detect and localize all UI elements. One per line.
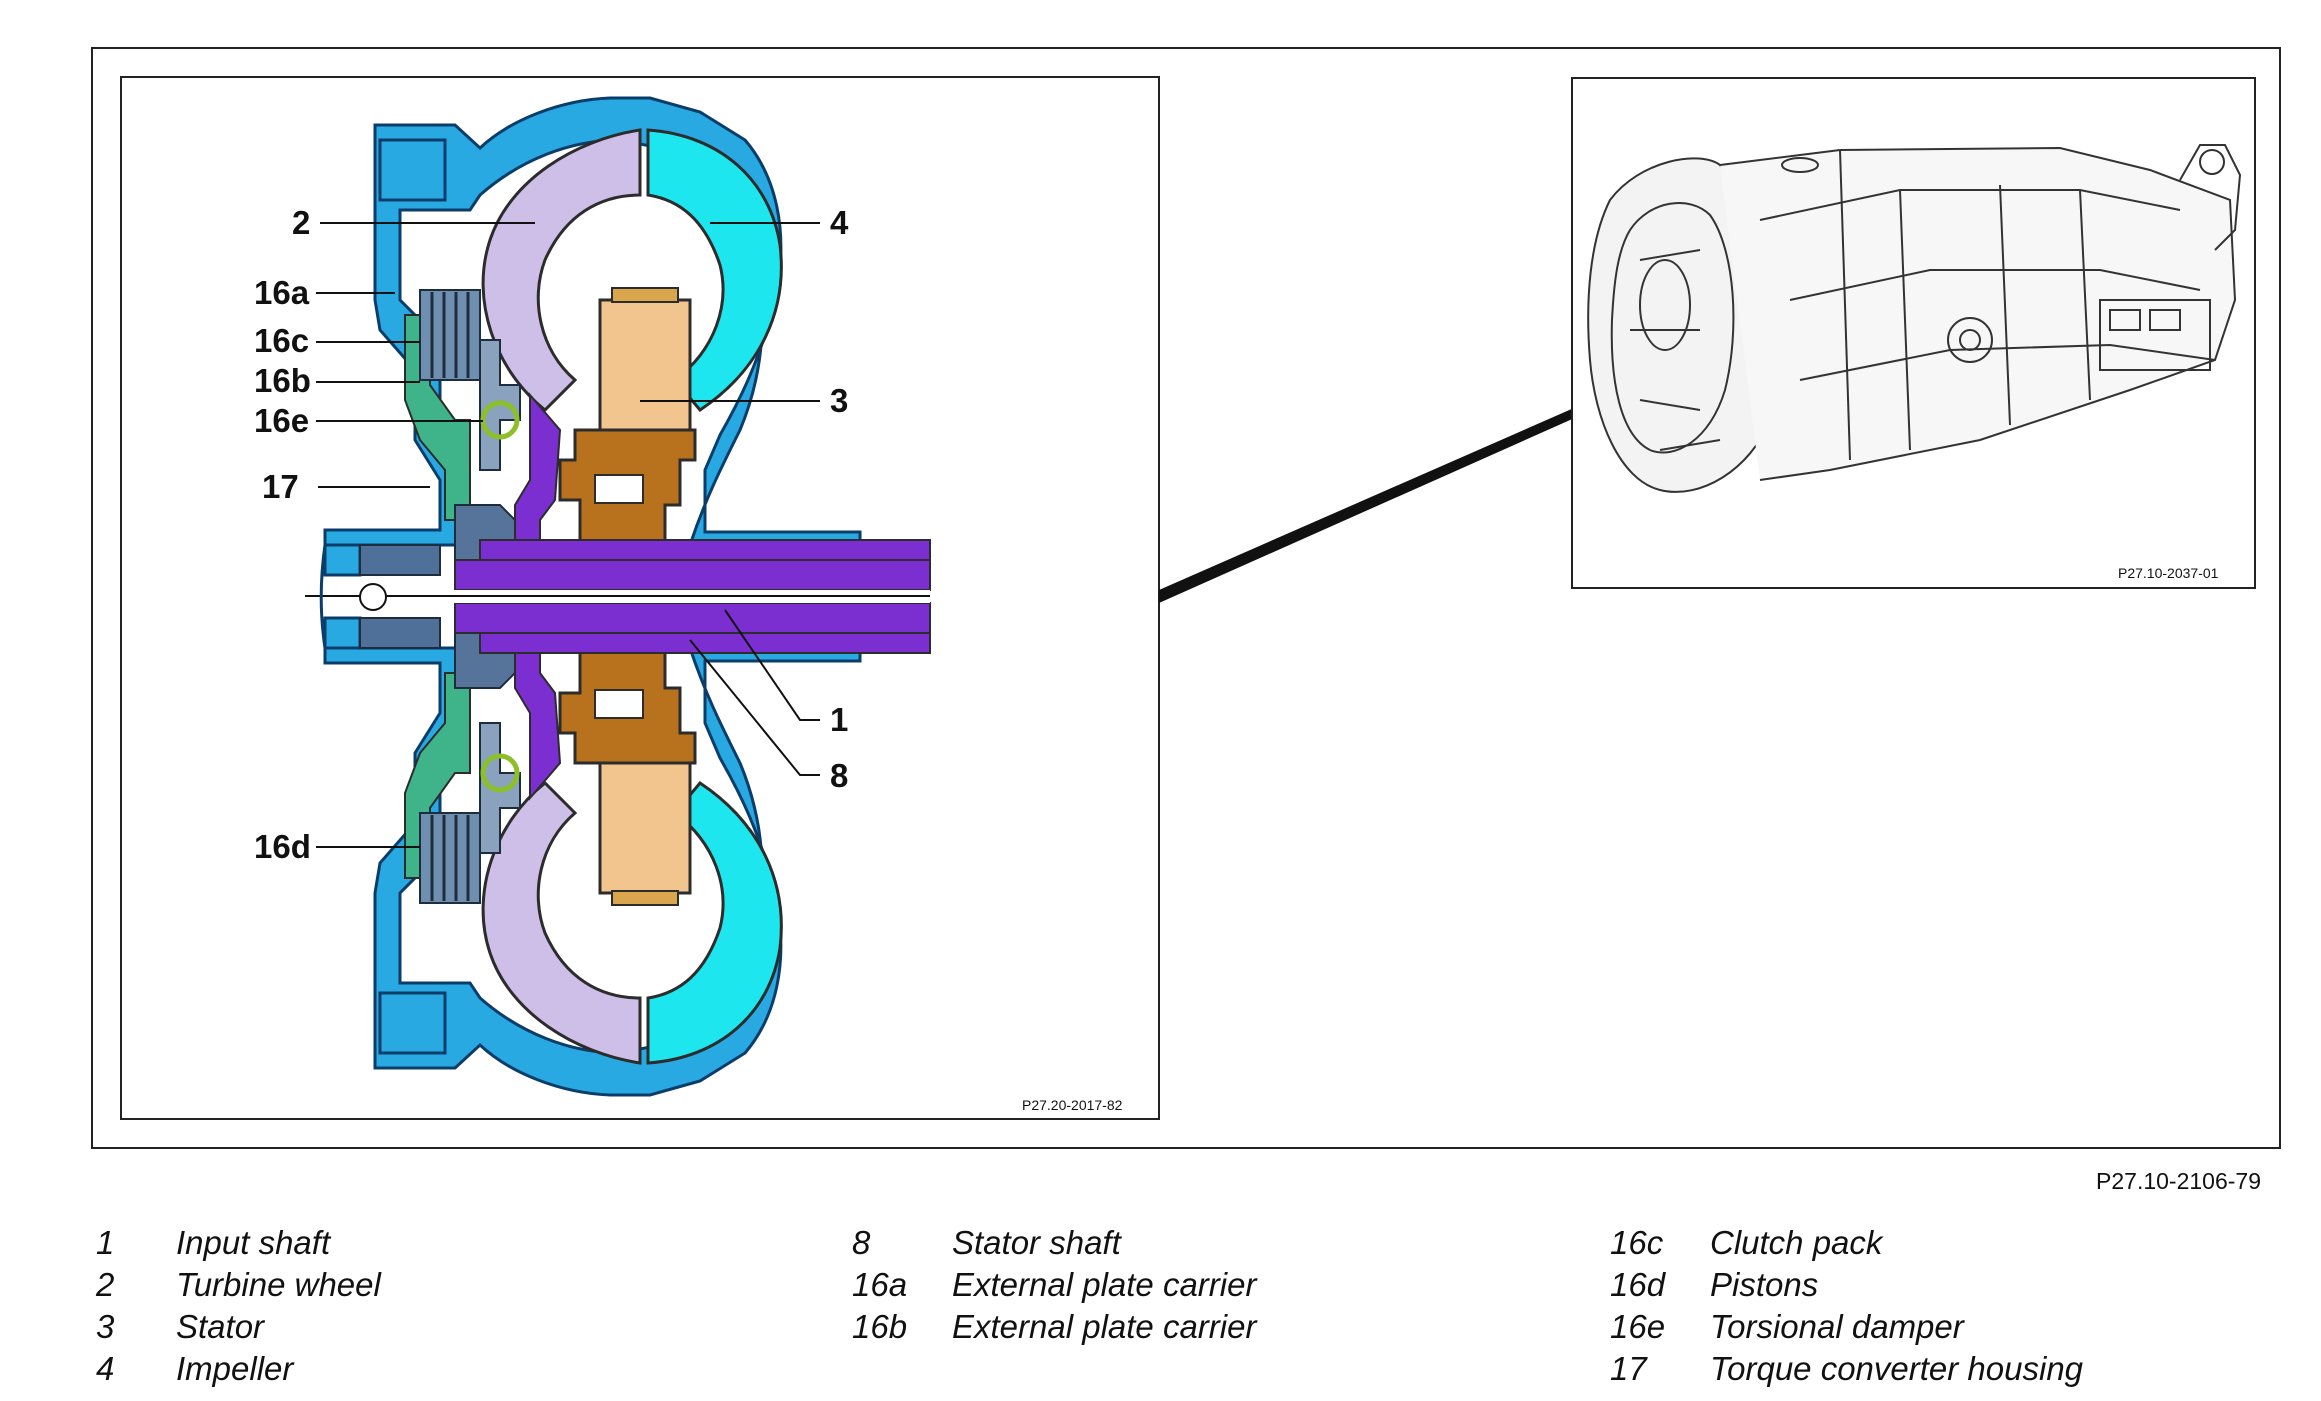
callout-8: 8 xyxy=(830,757,848,794)
gearbox-ref-code: P27.10-2037-01 xyxy=(2118,565,2219,581)
legend-item: 17 Torque converter housing xyxy=(1610,1348,2083,1390)
torque-converter-section xyxy=(305,98,930,1095)
legend-number: 17 xyxy=(1610,1350,1647,1387)
legend-number: 16e xyxy=(1610,1308,1666,1345)
callout-leaders xyxy=(316,222,820,848)
section-ref-code: P27.20-2017-82 xyxy=(1022,1097,1123,1113)
legend-number: 1 xyxy=(96,1224,115,1261)
legend-item: 1 Input shaft xyxy=(96,1222,381,1264)
legend-number: 8 xyxy=(852,1224,871,1261)
legend-number: 16b xyxy=(852,1308,908,1345)
legend-item: 16e Torsional damper xyxy=(1610,1306,2083,1348)
legend-label: Stator xyxy=(176,1308,265,1345)
callout-3: 3 xyxy=(830,382,848,419)
callout-17: 17 xyxy=(262,468,299,505)
legend-column-3: 16c Clutch pack 16d Pistons 16e Torsional d… xyxy=(1610,1222,2083,1390)
legend-number: 16a xyxy=(852,1266,908,1303)
legend-number: 3 xyxy=(96,1308,115,1345)
callout-16b: 16b xyxy=(254,362,311,399)
legend-label: Impeller xyxy=(176,1350,294,1387)
legend-number: 2 xyxy=(96,1266,115,1303)
legend-number: 4 xyxy=(96,1350,115,1387)
legend-item: 16d Pistons xyxy=(1610,1264,2083,1306)
legend-label: Input shaft xyxy=(176,1224,331,1261)
gearbox-illustration xyxy=(1587,144,2242,493)
legend-label: Turbine wheel xyxy=(176,1266,381,1303)
callout-4: 4 xyxy=(830,204,849,241)
callout-2: 2 xyxy=(292,204,310,241)
callout-16a: 16a xyxy=(254,274,310,311)
legend-label: Torque converter housing xyxy=(1710,1350,2084,1387)
legend-label: External plate carrier xyxy=(952,1266,1257,1303)
legend-column-1: 1 Input shaft 2 Turbine wheel 3 Stator 4 Imp… xyxy=(96,1222,381,1390)
legend-label: External plate carrier xyxy=(952,1308,1257,1345)
legend-label: Stator shaft xyxy=(952,1224,1121,1261)
legend-item: 16b External plate carrier xyxy=(852,1306,1256,1348)
callout-1: 1 xyxy=(830,701,848,738)
legend-item: 16c Clutch pack xyxy=(1610,1222,2083,1264)
callout-16d: 16d xyxy=(254,828,311,865)
legend-item: 3 Stator xyxy=(96,1306,381,1348)
legend-label: Pistons xyxy=(1710,1266,1819,1303)
figure-reference: P27.10-2106-79 xyxy=(2096,1168,2261,1194)
legend-number: 16d xyxy=(1610,1266,1666,1303)
legend-item: 16a External plate carrier xyxy=(852,1264,1256,1306)
legend-item: 2 Turbine wheel xyxy=(96,1264,381,1306)
callout-16e: 16e xyxy=(254,402,309,439)
legend-item: 4 Impeller xyxy=(96,1348,381,1390)
location-pointer xyxy=(1159,372,1660,603)
legend-number: 16c xyxy=(1610,1224,1664,1261)
legend-label: Torsional damper xyxy=(1710,1308,1964,1345)
callout-16c: 16c xyxy=(254,322,309,359)
legend-label: Clutch pack xyxy=(1710,1224,1883,1261)
legend-item: 8 Stator shaft xyxy=(852,1222,1256,1264)
